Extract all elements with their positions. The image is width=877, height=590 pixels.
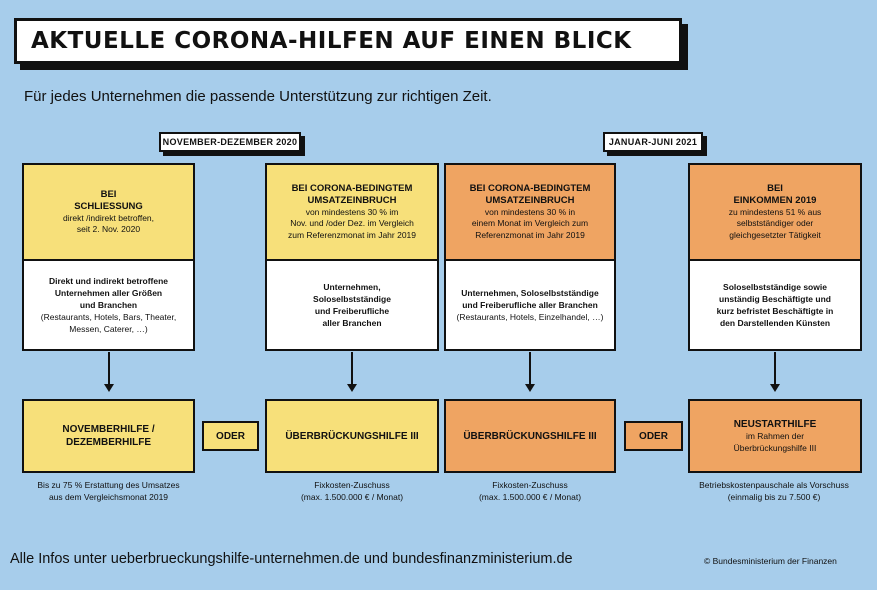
program-note: Betriebskostenpauschale als Vorschuss(ei… xyxy=(672,480,876,503)
criteria-text: von mindestens 30 % im xyxy=(305,206,399,217)
eligible-examples: (Restaurants, Hotels, Bars, Theater, xyxy=(40,312,177,322)
criteria-text: Nov. und /oder Dez. im Vergleich xyxy=(290,218,414,229)
criteria-text: selbstständiger oder xyxy=(736,218,814,229)
criteria-text: Referenzmonat im Jahr 2019 xyxy=(475,229,585,240)
program-name: NOVEMBERHILFE / xyxy=(62,424,155,435)
program-box-november-dezemberhilfe: NOVEMBERHILFE / DEZEMBERHILFE xyxy=(22,399,195,473)
program-note-line: Betriebskostenpauschale als Vorschuss xyxy=(699,480,849,490)
program-name: ÜBERBRÜCKUNGSHILFE III xyxy=(463,430,597,442)
program-name: ÜBERBRÜCKUNGSHILFE III xyxy=(285,430,419,442)
criteria-title: BEI CORONA-BEDINGTEM xyxy=(291,182,413,194)
program-name: NEUSTARTHILFE xyxy=(733,419,817,430)
footer-info-text: Alle Infos unter ueberbrueckungshilfe-un… xyxy=(10,551,573,567)
program-subtext: im Rahmen der xyxy=(745,431,805,441)
period-label-right: JANUAR-JUNI 2021 xyxy=(603,132,703,152)
arrow-line xyxy=(108,352,110,386)
program-note: Fixkosten-Zuschuss(max. 1.500.000 € / Mo… xyxy=(255,480,449,503)
program-note: Fixkosten-Zuschuss(max. 1.500.000 € / Mo… xyxy=(432,480,628,503)
program-note-line: (max. 1.500.000 € / Monat) xyxy=(300,491,404,502)
period-label-left: NOVEMBER-DEZEMBER 2020 xyxy=(159,132,301,152)
program-subtext: Überbrückungshilfe III xyxy=(733,442,817,453)
criteria-text: gleichgesetzter Tätigkeit xyxy=(729,229,821,240)
arrow-down-icon xyxy=(525,384,535,392)
eligible-group: Unternehmen aller Größen xyxy=(54,288,163,298)
page-subtitle: Für jedes Unternehmen die passende Unter… xyxy=(24,88,492,105)
program-note-line: Bis zu 75 % Erstattung des Umsatzes xyxy=(37,480,180,490)
program-box-ueberbrueckungshilfe-2020: ÜBERBRÜCKUNGSHILFE III xyxy=(265,399,439,473)
oder-badge-right: ODER xyxy=(624,421,683,451)
criteria-title: SCHLIESSUNG xyxy=(74,200,143,212)
arrow-down-icon xyxy=(770,384,780,392)
criteria-card-body: Unternehmen, Soloselbstständige und Freibe… xyxy=(267,261,437,349)
page-title: AKTUELLE CORONA-HILFEN AUF EINEN BLICK xyxy=(14,18,682,64)
criteria-title: UMSATZEINBRUCH xyxy=(307,194,397,206)
arrow-line xyxy=(774,352,776,386)
criteria-card-body: Soloselbstständige sowie unständig Beschä… xyxy=(690,261,860,349)
criteria-text: einem Monat im Vergleich zum xyxy=(471,218,589,229)
eligible-examples: (Restaurants, Hotels, Einzelhandel, …) xyxy=(456,312,604,322)
eligible-group: den Darstellenden Künsten xyxy=(719,318,831,328)
arrow-line xyxy=(351,352,353,386)
arrow-down-icon xyxy=(104,384,114,392)
program-note-line: (einmalig bis zu 7.500 €) xyxy=(727,491,821,502)
eligible-group: und Freiberufliche aller Branchen xyxy=(462,300,598,310)
eligible-group: Soloselbstständige xyxy=(313,294,391,304)
criteria-title: BEI xyxy=(767,182,783,194)
oder-label: ODER xyxy=(639,430,668,442)
program-box-ueberbrueckungshilfe-2021: ÜBERBRÜCKUNGSHILFE III xyxy=(444,399,616,473)
criteria-title: BEI CORONA-BEDINGTEM xyxy=(469,182,591,194)
program-name: DEZEMBERHILFE xyxy=(66,437,151,448)
program-note-line: Fixkosten-Zuschuss xyxy=(314,480,390,490)
eligible-group: und Branchen xyxy=(79,300,138,310)
eligible-group: Soloselbstständige sowie xyxy=(723,282,827,292)
eligible-examples: Messen, Caterer, …) xyxy=(69,324,148,334)
page-title-text: AKTUELLE CORONA-HILFEN AUF EINEN BLICK xyxy=(31,28,632,54)
criteria-text: direkt /indirekt betroffen, xyxy=(62,212,155,223)
copyright-text: © Bundesministerium der Finanzen xyxy=(704,556,837,566)
criteria-card-body: Unternehmen, Soloselbstständige und Freib… xyxy=(446,261,614,349)
arrow-line xyxy=(529,352,531,386)
criteria-text: von mindestens 30 % in xyxy=(484,206,576,217)
eligible-group: Unternehmen, Soloselbstständige xyxy=(461,288,599,298)
program-note-line: Fixkosten-Zuschuss xyxy=(492,480,568,490)
criteria-text: zum Referenzmonat im Jahr 2019 xyxy=(287,229,417,240)
arrow-down-icon xyxy=(347,384,357,392)
eligible-group: aller Branchen xyxy=(322,318,382,328)
criteria-title: EINKOMMEN 2019 xyxy=(733,194,817,206)
eligible-group: Unternehmen, xyxy=(323,282,381,292)
oder-label: ODER xyxy=(216,430,245,442)
eligible-group: unständig Beschäftigte und xyxy=(719,294,831,304)
criteria-title: BEI xyxy=(100,188,117,200)
criteria-text: seit 2. Nov. 2020 xyxy=(76,224,141,234)
eligible-group: Direkt und indirekt betroffene xyxy=(48,276,168,286)
criteria-text: zu mindestens 51 % aus xyxy=(728,206,822,217)
eligible-group: und Freiberufliche xyxy=(314,306,390,316)
criteria-title: UMSATZEINBRUCH xyxy=(485,194,575,206)
program-note-line: aus dem Vergleichsmonat 2019 xyxy=(48,491,169,502)
eligible-group: kurz befristet Beschäftigte in xyxy=(716,306,834,316)
oder-badge-left: ODER xyxy=(202,421,259,451)
program-note-line: (max. 1.500.000 € / Monat) xyxy=(478,491,582,502)
